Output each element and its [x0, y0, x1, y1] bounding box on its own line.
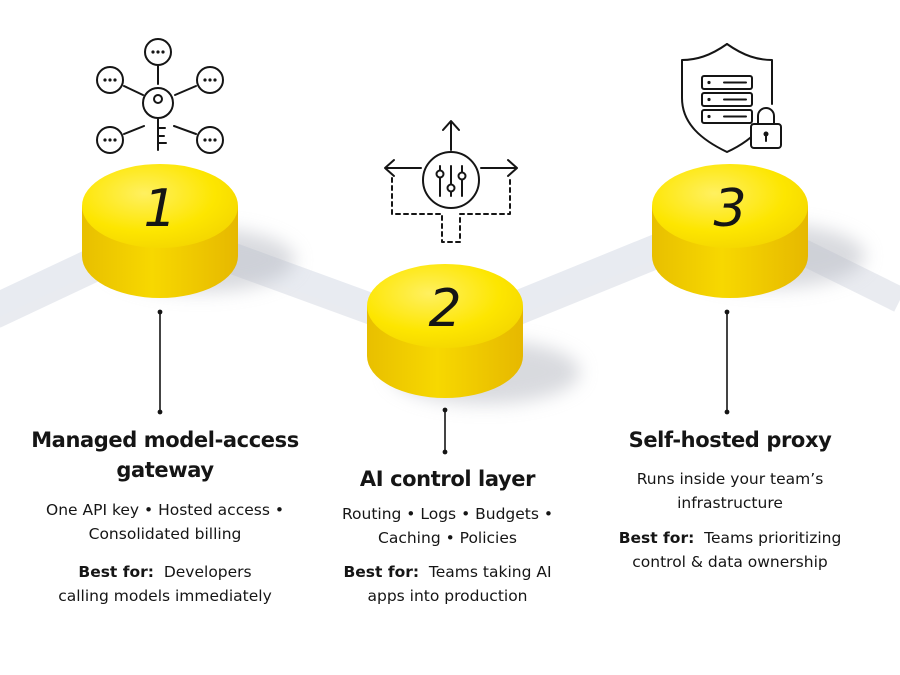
step-1-title: Managed model-access gateway [31, 428, 299, 482]
step-3-text: Self-hosted proxy Runs inside your team’… [610, 425, 850, 574]
key-network-icon [96, 38, 224, 154]
step-1-text: Managed model-access gateway One API key… [30, 425, 300, 608]
connector-lines [157, 309, 730, 455]
step-2-number: 2 [428, 279, 461, 339]
step-2-title: AI control layer [359, 467, 536, 491]
step-3-best-for: Best for: Teams prioritizing control & d… [618, 529, 842, 571]
step-2-text: AI control layer Routing • Logs • Budget… [330, 464, 565, 608]
step-3-number: 3 [713, 179, 746, 239]
control-sliders-icon [384, 120, 518, 243]
step-2-disc: 2 [367, 264, 523, 398]
step-1-best-for: Best for: Developers calling models imme… [58, 563, 272, 605]
step-1-disc: 1 [82, 164, 238, 298]
step-3-disc: 3 [652, 164, 808, 298]
step-1-description: One API key • Hosted access • Consolidat… [46, 501, 284, 543]
step-2-description: Routing • Logs • Budgets • Caching • Pol… [341, 505, 554, 547]
shield-server-lock-icon [681, 43, 782, 153]
step-3-title: Self-hosted proxy [628, 428, 832, 452]
step-2-best-for: Best for: Teams taking AI apps into prod… [343, 563, 552, 605]
step-3-description: Runs inside your team’s infrastructure [636, 470, 824, 512]
step-1-number: 1 [143, 179, 176, 239]
